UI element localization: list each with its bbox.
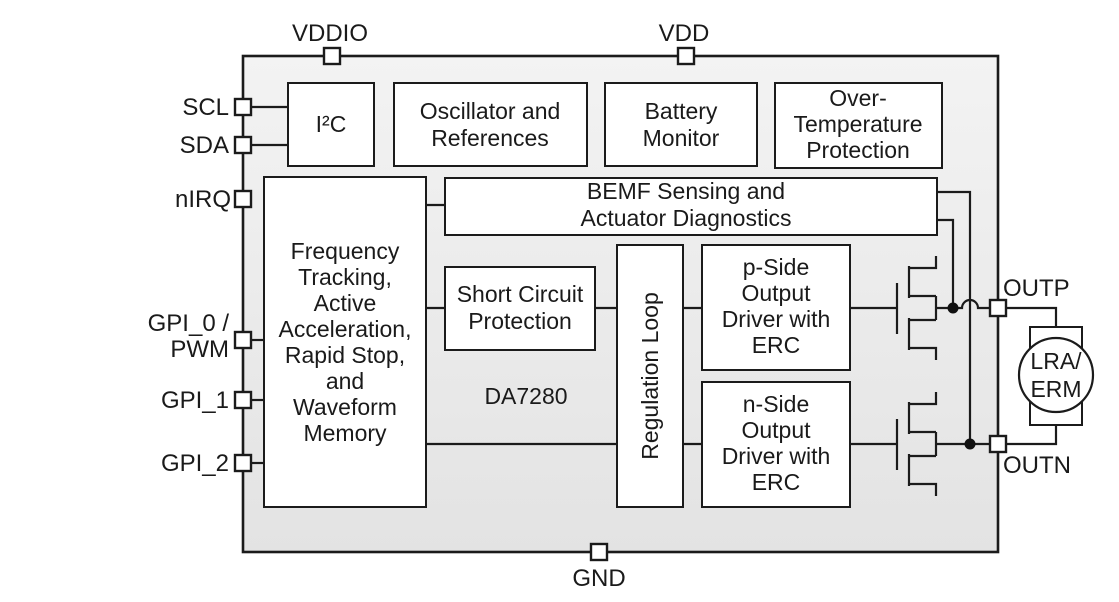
mosfet-p-source-lead <box>909 346 938 360</box>
pin-label-vdd: VDD <box>659 20 710 47</box>
pside-label-line3: Driver with <box>722 306 831 332</box>
pin-outn <box>988 434 1008 454</box>
wire-bemf-outn <box>937 190 972 444</box>
pin-label-outp: OUTP <box>1003 275 1070 302</box>
junction-dot-outn <box>964 438 976 450</box>
n-side-driver-block <box>701 381 851 508</box>
over-temperature-block <box>774 82 943 169</box>
freq-label-line2: Tracking, <box>298 264 392 290</box>
freq-label-line7: Waveform <box>293 394 397 420</box>
pside-label-line2: Output <box>741 280 811 306</box>
blocks <box>263 82 943 508</box>
mosfet-n-mid-leads <box>909 430 938 458</box>
oscillator-block <box>393 82 588 167</box>
pin-label-gpi0-line1: GPI_0 / <box>148 310 230 337</box>
actuator-symbol <box>1017 326 1095 426</box>
i2c-label: I²C <box>316 111 347 137</box>
freq-label-line8: Memory <box>303 420 387 446</box>
pside-label-line1: p-Side <box>743 254 809 280</box>
pin-pads <box>233 46 1008 562</box>
nside-label-line1: n-Side <box>743 391 809 417</box>
pin-gpi1 <box>233 390 253 410</box>
wire-outp-lra <box>1006 306 1058 327</box>
freq-label-line3: Active <box>314 290 377 316</box>
pin-label-gpi1: GPI_1 <box>161 387 229 414</box>
pin-outp <box>988 298 1008 318</box>
bemf-label-line2: Actuator Diagnostics <box>581 205 792 231</box>
pin-vddio <box>322 46 342 66</box>
pin-label-gnd: GND <box>572 565 625 592</box>
nside-label-line4: ERC <box>752 469 801 495</box>
overtemp-label-line3: Protection <box>806 137 910 163</box>
freq-label-line1: Frequency <box>291 238 400 264</box>
oscillator-label-line1: Oscillator and <box>420 98 561 124</box>
bemf-block <box>444 177 938 236</box>
pin-gpi2 <box>233 453 253 473</box>
mosfet-p-mid-leads <box>909 294 938 322</box>
chip-name-label: DA7280 <box>484 383 567 409</box>
pin-label-sda: SDA <box>180 132 229 159</box>
scp-label-line2: Protection <box>468 308 572 334</box>
actuator-label-line2: ERM <box>1030 376 1081 402</box>
mosfet-half-bridge-p-icon <box>895 256 938 360</box>
actuator-circle <box>1017 336 1095 414</box>
pside-label-line4: ERC <box>752 332 801 358</box>
battery-label-line1: Battery <box>645 98 718 124</box>
overtemp-label-line1: Over- <box>829 85 887 111</box>
wire-outn-lra <box>1006 425 1058 446</box>
frequency-tracking-block <box>263 176 427 508</box>
bemf-label-line1: BEMF Sensing and <box>587 178 785 204</box>
pin-label-gpi0-line2: PWM <box>170 336 229 363</box>
battery-monitor-block <box>604 82 758 167</box>
wire-outp <box>936 298 990 310</box>
pin-gnd <box>589 542 609 562</box>
freq-label-line6: and <box>326 368 364 394</box>
junction-dot-outp <box>947 302 959 314</box>
pin-nirq <box>233 189 253 209</box>
pin-label-outn: OUTN <box>1003 452 1071 479</box>
scp-label-line1: Short Circuit <box>457 281 584 307</box>
mosfet-p-drain-lead <box>909 256 938 270</box>
pin-sda <box>233 135 253 155</box>
pin-label-gpi2: GPI_2 <box>161 450 229 477</box>
pin-label-nirq: nIRQ <box>175 186 231 213</box>
freq-label-line5: Rapid Stop, <box>285 342 405 368</box>
mosfet-n-drain-lead <box>909 392 938 406</box>
overtemp-label-line2: Temperature <box>793 111 922 137</box>
mosfet-n-source-lead <box>909 482 938 496</box>
regloop-label: Regulation Loop <box>637 292 663 460</box>
pin-scl <box>233 97 253 117</box>
battery-label-line2: Monitor <box>643 125 720 151</box>
pin-vdd <box>676 46 696 66</box>
pin-label-vddio: VDDIO <box>292 20 368 47</box>
regulation-loop-block <box>616 244 684 508</box>
nside-label-line3: Driver with <box>722 443 831 469</box>
wire-bemf-outp <box>937 218 955 308</box>
pin-label-scl: SCL <box>182 94 229 121</box>
i2c-block <box>287 82 375 167</box>
short-circuit-block <box>444 266 596 351</box>
oscillator-label-line2: References <box>431 125 549 151</box>
freq-label-line4: Acceleration, <box>279 316 412 342</box>
pin-gpi0 <box>233 330 253 350</box>
p-side-driver-block <box>701 244 851 371</box>
mosfet-half-bridge-n-icon <box>895 392 938 496</box>
nside-label-line2: Output <box>741 417 811 443</box>
actuator-label-line1: LRA/ <box>1030 348 1082 374</box>
